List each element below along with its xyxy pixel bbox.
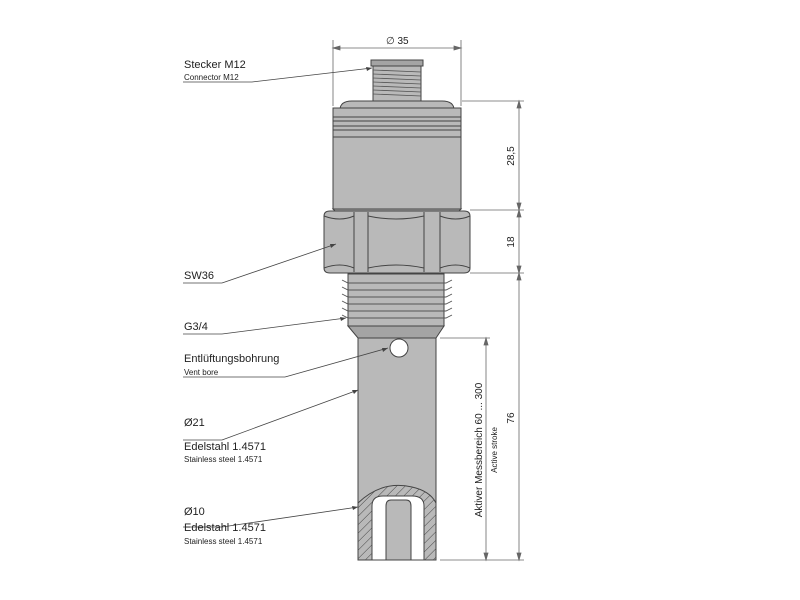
- callout-inner-material-de: Edelstahl 1.4571: [184, 522, 266, 534]
- callout-tube-material-en: Stainless steel 1.4571: [184, 455, 263, 464]
- callout-vent-en: Vent bore: [184, 368, 219, 377]
- callout-wrench-size: SW36: [184, 270, 214, 282]
- dim-active-range: Aktiver Messbereich 60 ... 300: [474, 382, 485, 517]
- thread-g34: [341, 273, 453, 339]
- vent-bore-hole: [389, 338, 409, 358]
- connector-m12: [370, 59, 424, 103]
- dim-height-head: 28,5: [506, 146, 517, 166]
- dimension-lines: [331, 40, 524, 562]
- callout-tube-material-de: Edelstahl 1.4571: [184, 441, 266, 453]
- callout-thread: G3/4: [184, 321, 208, 333]
- sensor-head: [331, 100, 463, 214]
- callout-connector-de: Stecker M12: [184, 59, 246, 71]
- callout-inner-material-en: Stainless steel 1.4571: [184, 537, 263, 546]
- callout-tube-diameter: Ø21: [184, 417, 205, 429]
- dim-active-stroke: Active stroke: [490, 427, 499, 473]
- sensor-body: [323, 59, 471, 561]
- probe-tip-section: [357, 484, 437, 561]
- callout-vent-de: Entlüftungsbohrung: [184, 353, 279, 365]
- callout-leaders: [183, 67, 389, 528]
- dim-height-hex: 18: [506, 236, 517, 248]
- dim-diameter-35: ∅ 35: [386, 36, 409, 47]
- dim-length-probe: 76: [506, 412, 517, 424]
- callout-inner-diameter: Ø10: [184, 506, 205, 518]
- hex-nut: [323, 210, 471, 274]
- callout-connector-en: Connector M12: [184, 73, 239, 82]
